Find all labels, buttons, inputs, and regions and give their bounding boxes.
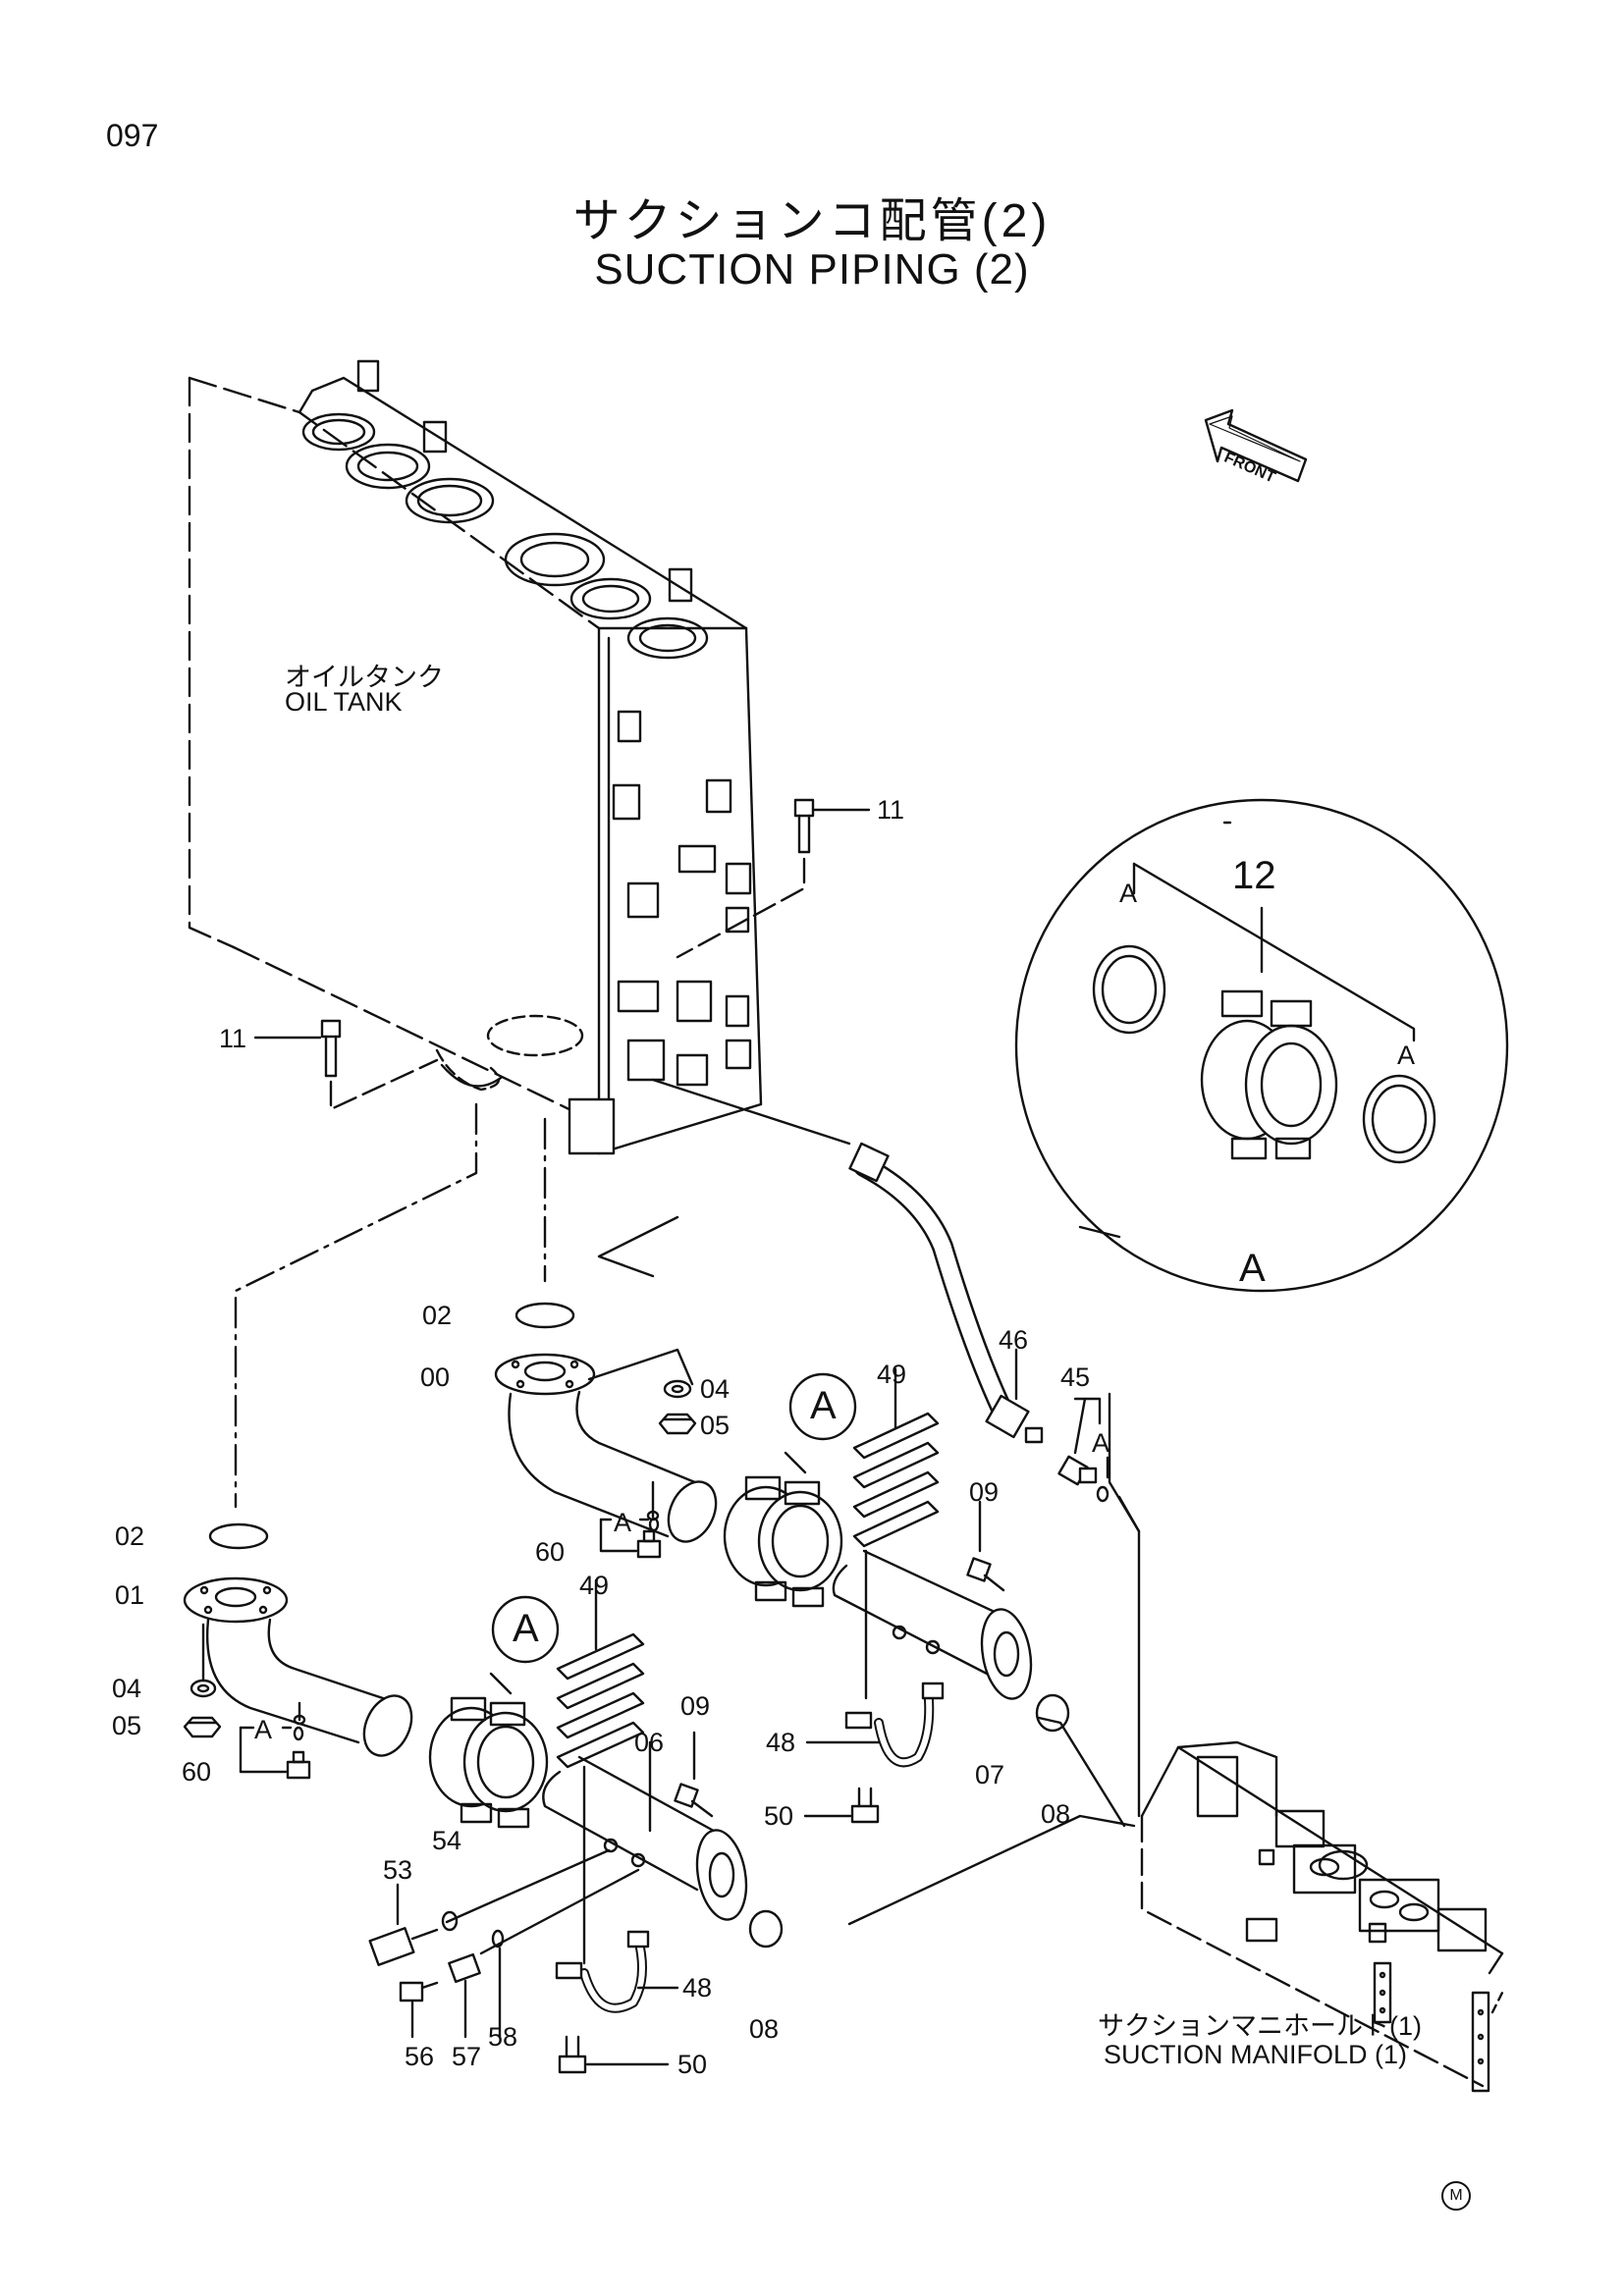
detail-ref-a-left: A [1119,879,1138,908]
bolt-09-upper-icon [967,1502,1003,1590]
part-02-lower: 02 [115,1522,145,1551]
part-08-upper: 08 [1041,1799,1071,1829]
o-ring-08-lower-icon [750,1911,782,1947]
detail-ref-a-right: A [1397,1041,1416,1070]
oil-tank-label-jp: オイルタンク [285,663,444,692]
ref-a-60-upper: A [614,1508,632,1537]
part-04-upper: 04 [700,1374,731,1404]
detail-view-label: A [1239,1247,1266,1290]
title-english: SUCTION PIPING (2) [594,245,1030,294]
part-08-lower: 08 [749,2014,780,2044]
o-ring-02-upper-icon [516,1304,573,1327]
part-49-lower: 49 [579,1571,610,1600]
plug-56-icon [401,1983,437,2037]
part-09-lower: 09 [680,1691,711,1721]
part-05-upper: 05 [700,1411,731,1440]
seal-ring-right-icon [1364,1076,1435,1162]
detail-view-a [1016,800,1507,1291]
part-53: 53 [383,1855,413,1885]
bolt-50-lower-icon [560,2037,668,2072]
part-56: 56 [405,2042,435,2071]
suction-manifold-drawing [1142,1742,1502,2091]
manifold-label-en: SUCTION MANIFOLD (1) [1104,2040,1408,2069]
part-48-upper: 48 [766,1728,796,1757]
title-japanese: サクションコ配管(2) [572,195,1052,247]
oil-tank-label-en: OIL TANK [285,687,403,717]
clamp-48-lower-icon [557,1767,677,2008]
bolt-50-upper-icon [805,1789,878,1822]
fitting-45-icon [1058,1399,1139,1531]
callout-a-upper-label: A [810,1384,837,1427]
part-05-lower: 05 [112,1711,142,1740]
seal-ring-left-icon [1094,946,1164,1033]
part-12: 12 [1232,854,1276,897]
bolt-11-upper-icon [677,800,869,957]
sensor-53-icon [370,1850,609,1965]
coupling-upper-icon [725,1453,841,1606]
ref-a-60-lower: A [254,1715,273,1744]
part-04-lower: 04 [112,1674,142,1703]
callout-a-upper-icon [790,1374,855,1439]
bolt-09-lower-icon [675,1733,712,1816]
part-57: 57 [452,2042,482,2071]
page-number: 097 [106,118,159,153]
o-ring-08-upper-icon [1037,1695,1068,1731]
part-50-lower: 50 [677,2050,708,2079]
part-49-upper: 49 [877,1360,907,1389]
part-60-lower: 60 [182,1757,212,1787]
coupling-lower-icon [430,1674,547,1827]
oil-tank-drawing [189,361,761,1153]
part-06: 06 [634,1728,665,1757]
elbow-pipe-01-drawing [185,1578,420,1763]
nut-05-lower-icon [185,1718,220,1736]
mark-icon: M [1441,2181,1471,2211]
callout-a-lower-icon [493,1597,558,1662]
plug-60-lower-icon [241,1728,309,1778]
o-ring-02-lower-icon [210,1524,267,1548]
manifold-label-jp: サクションマニホールト(1) [1098,2011,1422,2041]
part-48-lower: 48 [682,1973,713,2002]
bolt-11-left-icon [255,1021,437,1109]
part-07: 07 [975,1760,1005,1789]
part-50-upper: 50 [764,1801,794,1831]
ref-a-45: A [1092,1428,1110,1458]
hose-46-drawing [849,1144,1042,1442]
part-01: 01 [115,1580,145,1610]
nut-05-upper-icon [660,1415,695,1433]
part-00: 00 [420,1362,451,1392]
part-02-upper: 02 [422,1301,453,1330]
front-arrow-icon [1206,410,1306,481]
shims-49-upper-icon [854,1369,938,1546]
elbow-pipe-00-drawing [496,1355,725,1549]
o-ring-58-icon [493,1931,503,1947]
clamp-48-upper-icon [807,1683,943,1762]
part-58: 58 [488,2022,518,2052]
part-11-upper: 11 [877,795,905,825]
part-60-upper: 60 [535,1537,566,1567]
part-45: 45 [1060,1362,1091,1392]
washer-54-icon [443,1912,457,1930]
washer-04-lower-icon [191,1625,215,1696]
pipe-07-drawing [834,1551,1038,1702]
part-11-left: 11 [219,1024,247,1053]
plug-60-upper-icon [601,1519,660,1557]
shims-49-lower-icon [558,1580,643,1767]
part-46: 46 [999,1325,1029,1355]
adapter-57-icon [449,1870,638,2037]
part-09-upper: 09 [969,1477,1000,1507]
pipe-06-drawing [543,1742,752,1923]
washer-04-upper-icon [589,1350,692,1397]
part-54: 54 [432,1826,462,1855]
callout-a-lower-label: A [513,1607,539,1650]
